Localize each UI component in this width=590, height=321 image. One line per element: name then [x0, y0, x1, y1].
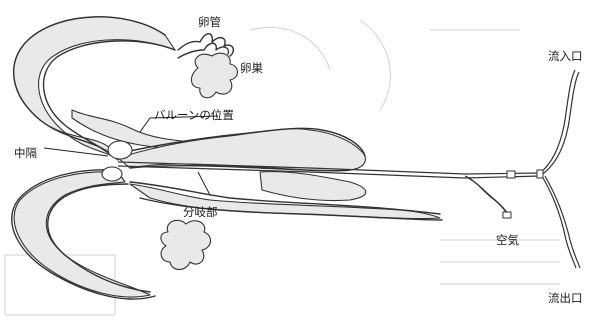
ovary-lower	[161, 220, 211, 269]
label-bifurcation: 分岐部	[183, 205, 218, 219]
uterine-cavity-lower	[260, 172, 366, 201]
label-fallopian-tube: 卵管	[198, 15, 221, 29]
uterine-cavity-upper	[112, 128, 365, 170]
ovary-upper	[191, 53, 237, 98]
label-outlet: 流出口	[548, 291, 583, 305]
label-inlet: 流入口	[548, 49, 583, 63]
label-septum: 中隔	[14, 146, 37, 160]
label-air: 空気	[496, 233, 519, 247]
label-balloon-position: バルーンの位置	[154, 108, 234, 122]
label-ovary: 卵巣	[240, 61, 263, 75]
lower-uterine-horn	[12, 170, 442, 299]
